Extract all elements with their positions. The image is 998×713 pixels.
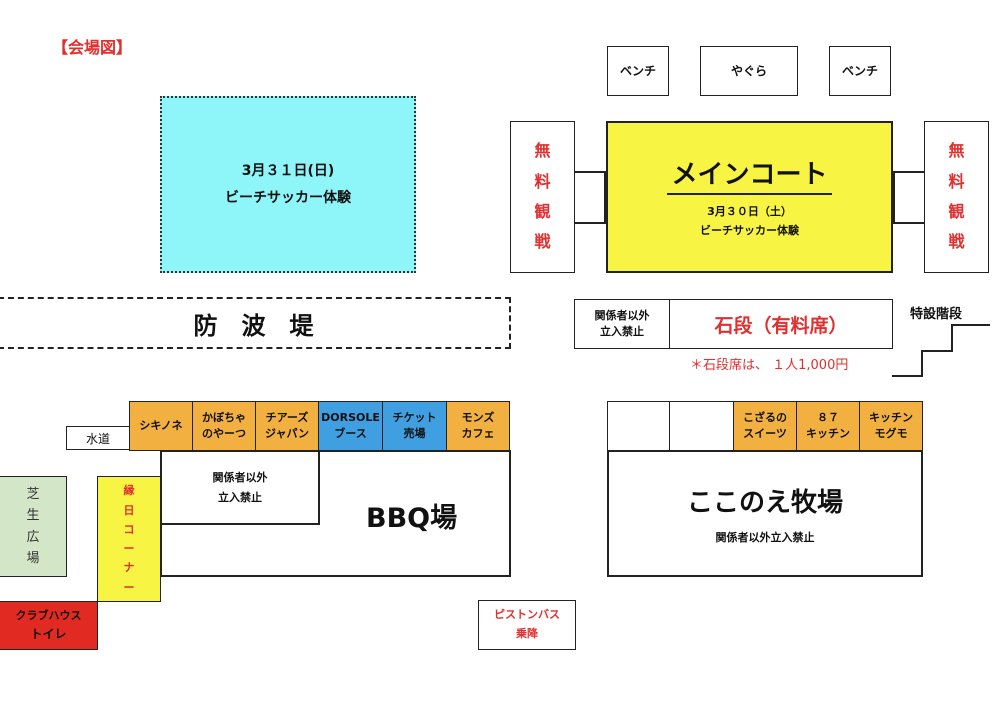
staff-only-line1: 関係者以外 bbox=[594, 308, 650, 322]
shop-87-kitchen: ８７ キッチン bbox=[796, 401, 860, 451]
stone-steps-staff-only: 関係者以外 立入禁止 bbox=[574, 299, 670, 349]
shop-line2: ブース bbox=[334, 427, 367, 440]
stairs-icon bbox=[892, 324, 990, 377]
free-viewing-right-char: 無 bbox=[948, 141, 965, 161]
shop-cheers-japan: チアーズ ジャパン bbox=[255, 401, 319, 451]
free-viewing-left-char: 観 bbox=[534, 202, 551, 221]
shop-line2: スイーツ bbox=[743, 427, 787, 440]
shop-mons-cafe: モンズ カフェ bbox=[446, 401, 510, 451]
shop-kitchen-mogumo: キッチン モグモ bbox=[859, 401, 923, 451]
connector bbox=[574, 222, 607, 224]
beach-soccer-area: 3月３１日(日) ビーチサッカー体験 bbox=[160, 96, 416, 273]
temporary-stairs-label: 特設階段 bbox=[910, 307, 963, 322]
shop-dorsole-booth: DORSOLE ブース bbox=[318, 401, 383, 451]
kokonoe-ranch: ここのえ牧場 関係者以外立入禁止 bbox=[607, 450, 923, 577]
lawn-char: 広 bbox=[26, 529, 40, 545]
fair-char: ナ bbox=[123, 561, 135, 575]
bench-right: ベンチ bbox=[829, 46, 891, 96]
shop-empty-2 bbox=[669, 401, 734, 451]
shop-line1: シキノネ bbox=[139, 418, 183, 432]
free-viewing-left-char: 料 bbox=[534, 171, 551, 191]
shop-line2: カフェ bbox=[461, 427, 495, 440]
connector bbox=[574, 171, 607, 173]
stone-steps-paid-seats: 石段（有料席） bbox=[669, 299, 893, 349]
bbq-staff-line2: 立入禁止 bbox=[218, 490, 262, 504]
ticket-booth: チケット 売場 bbox=[382, 401, 447, 451]
main-court: メインコート 3月３０日（土） ビーチサッカー体験 bbox=[606, 121, 893, 273]
bench-right-label: ベンチ bbox=[841, 64, 878, 78]
bench-left-label: ベンチ bbox=[619, 64, 656, 78]
free-viewing-right: 無 料 観 戦 bbox=[924, 121, 989, 273]
shop-line1: DORSOLE bbox=[321, 410, 380, 424]
shuttle-line1: ピストンバス bbox=[494, 608, 560, 622]
main-court-title: メインコート bbox=[667, 154, 832, 195]
bbq-staff-only: 関係者以外 立入禁止 bbox=[160, 450, 320, 525]
yagura-tower: やぐら bbox=[700, 46, 798, 96]
lawn-char: 芝 bbox=[26, 486, 40, 502]
shop-line2: ジャパン bbox=[265, 427, 309, 440]
shop-line2: キッチン bbox=[806, 427, 850, 440]
shop-line1: かぼちゃ bbox=[202, 410, 246, 424]
shuttle-bus-stop: ピストンバス 乗降 bbox=[478, 600, 576, 650]
ranch-staff-only: 関係者以外立入禁止 bbox=[715, 531, 815, 544]
connector bbox=[893, 171, 924, 173]
shop-line2: のやーつ bbox=[202, 427, 246, 440]
clubhouse-label: クラブハウス bbox=[15, 609, 82, 623]
shop-line1: こざるの bbox=[743, 410, 787, 424]
bbq-staff-line1: 関係者以外 bbox=[212, 470, 268, 484]
stone-steps-label: 石段（有料席） bbox=[714, 314, 848, 337]
shop-line1: チアーズ bbox=[265, 410, 309, 424]
main-court-date: 3月３０日（土） bbox=[707, 204, 792, 218]
ranch-label: ここのえ牧場 bbox=[686, 488, 843, 518]
lawn-char: 生 bbox=[26, 508, 40, 524]
free-viewing-right-char: 観 bbox=[948, 202, 965, 221]
beach-area-event: ビーチサッカー体験 bbox=[225, 189, 351, 206]
fair-char: 日 bbox=[123, 503, 135, 517]
lawn-plaza: 芝 生 広 場 bbox=[0, 476, 67, 577]
water-label: 水道 bbox=[85, 431, 110, 446]
free-viewing-right-char: 戦 bbox=[948, 232, 965, 252]
breakwater-label: 防 波 堤 bbox=[193, 311, 314, 340]
stone-steps-price-note: ＊石段席は、 １人1,000円 bbox=[690, 358, 849, 373]
shop-kozaru-sweets: こざるの スイーツ bbox=[733, 401, 797, 451]
lawn-char: 場 bbox=[26, 550, 40, 566]
map-title: 【会場図】 bbox=[52, 38, 133, 57]
fair-char: ー bbox=[123, 580, 135, 594]
shop-line1: キッチン bbox=[869, 410, 913, 424]
connector bbox=[893, 171, 895, 224]
connector bbox=[893, 222, 924, 224]
shuttle-line2: 乗降 bbox=[516, 627, 538, 640]
free-viewing-right-char: 料 bbox=[948, 171, 965, 191]
breakwater: 防 波 堤 bbox=[0, 297, 511, 349]
yagura-label: やぐら bbox=[730, 64, 767, 78]
shop-line1: ８７ bbox=[817, 410, 839, 424]
shop-line2: 売場 bbox=[403, 427, 426, 440]
connector bbox=[604, 171, 606, 224]
shop-empty-1 bbox=[607, 401, 670, 451]
shop-kabocha: かぼちゃ のやーつ bbox=[192, 401, 256, 451]
fair-char: 縁 bbox=[123, 484, 135, 498]
main-court-event: ビーチサッカー体験 bbox=[700, 223, 799, 237]
fair-char: コ bbox=[123, 522, 135, 536]
toilet-label: トイレ bbox=[30, 626, 67, 641]
water-tap: 水道 bbox=[66, 426, 130, 450]
fair-char: ー bbox=[123, 542, 135, 555]
staff-only-line2: 立入禁止 bbox=[600, 325, 644, 338]
shop-line2: モグモ bbox=[874, 427, 908, 440]
free-viewing-left-char: 戦 bbox=[534, 232, 551, 252]
shop-line1: モンズ bbox=[461, 410, 495, 424]
free-viewing-left-char: 無 bbox=[534, 141, 551, 161]
free-viewing-left: 無 料 観 戦 bbox=[510, 121, 575, 273]
beach-area-date: 3月３１日(日) bbox=[241, 162, 335, 179]
bench-left: ベンチ bbox=[607, 46, 669, 96]
bbq-label: BBQ場 bbox=[366, 503, 458, 534]
shop-shikinone: シキノネ bbox=[129, 401, 193, 451]
clubhouse-toilet: クラブハウス トイレ bbox=[0, 601, 98, 650]
shop-line1: チケット bbox=[392, 410, 437, 424]
fair-corner: 縁 日 コ ー ナ ー bbox=[97, 476, 161, 602]
